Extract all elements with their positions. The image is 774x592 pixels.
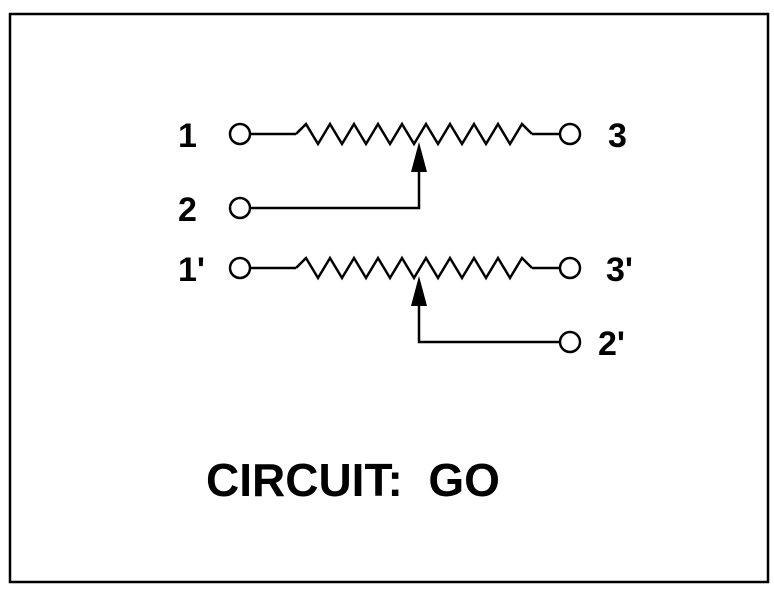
wiper-lead-bottom — [417, 304, 560, 344]
pin-label-3: 3 — [608, 117, 627, 155]
pin-label-1: 1 — [178, 117, 197, 155]
potentiometer-top — [228, 121, 582, 220]
terminal-3-prime — [558, 256, 582, 280]
pin-label-2-prime: 2' — [598, 325, 625, 363]
wiper-arrow-top — [411, 142, 427, 172]
terminal-2 — [228, 196, 252, 220]
pin-label-3-prime: 3' — [606, 251, 633, 289]
diagram-border — [8, 12, 770, 584]
pin-label-1-prime: 1' — [178, 251, 205, 289]
terminal-1-prime — [228, 256, 252, 280]
potentiometer-bottom — [228, 255, 582, 354]
terminal-3 — [558, 122, 582, 146]
terminal-2-prime — [558, 330, 582, 354]
wiper-arrow-bottom — [411, 276, 427, 306]
resistor-bottom — [295, 255, 533, 281]
wiper-lead-top — [250, 170, 421, 210]
terminal-1 — [228, 122, 252, 146]
pin-label-2: 2 — [178, 191, 197, 229]
circuit-caption: CIRCUIT: GO — [206, 454, 500, 506]
resistor-top — [295, 121, 533, 147]
